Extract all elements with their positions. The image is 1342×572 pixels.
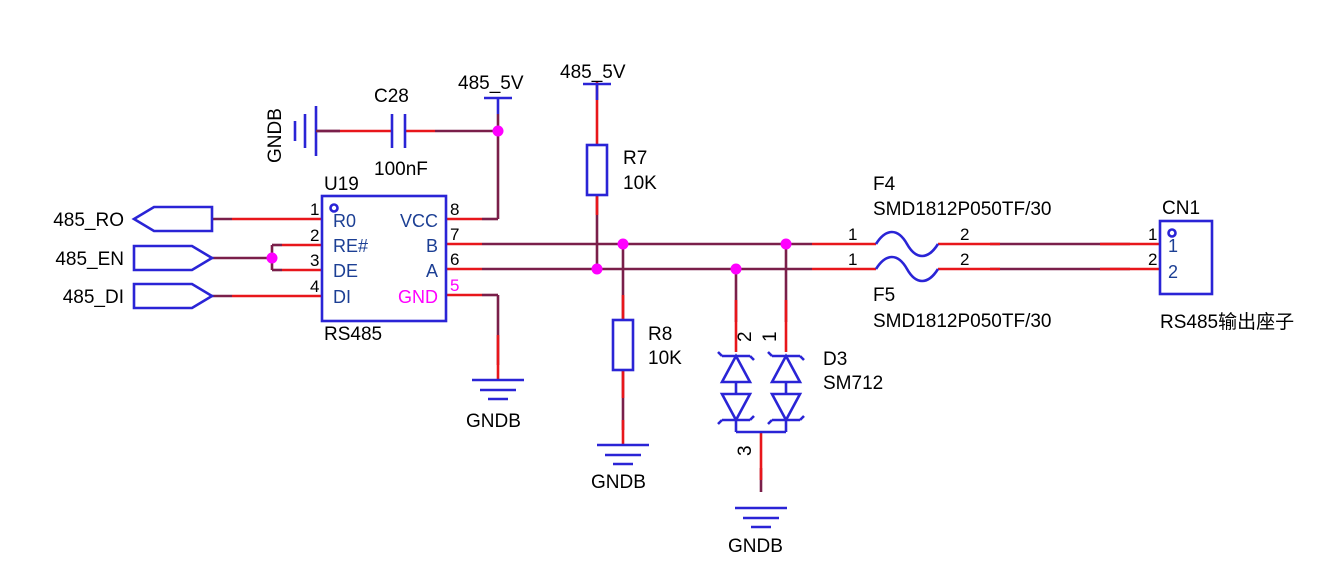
d3-pin-3: 3: [735, 445, 756, 456]
u19-pin-name-de: DE: [333, 261, 358, 281]
f5-value: SMD1812P050TF/30: [873, 311, 1052, 332]
d3-right-upper-diode-icon: [767, 351, 805, 394]
u19-pin-num-6: 6: [450, 250, 459, 269]
junction-a-d3: [730, 263, 742, 275]
gnd-c28-label: GNDB: [265, 108, 286, 163]
u19-rs485: U19 RS485 1 2 3 4 R0 RE# DE DI 8 7 6 5 V…: [310, 174, 459, 345]
r7-value: 10K: [623, 173, 657, 194]
f5-fuse-icon: [874, 255, 940, 283]
u19-pin-num-7: 7: [450, 225, 459, 244]
f5-fuse: F5 SMD1812P050TF/30 1 2: [848, 250, 1052, 332]
junction-vcc: [492, 125, 504, 137]
port-di-label: 485_DI: [63, 287, 124, 308]
u19-pin-name-r0: R0: [333, 211, 356, 231]
power-5v-mid-icon: [583, 82, 611, 100]
junction-b-d3: [780, 238, 792, 250]
cn1-pin1-marker: [1167, 228, 1177, 238]
gnd-d3-icon: [735, 506, 787, 529]
port-ro-icon: [131, 205, 214, 233]
r8-value: 10K: [648, 348, 682, 369]
u19-pin-name-vcc: VCC: [400, 211, 438, 231]
gnd-c28-icon: [293, 106, 340, 156]
d3-right-lower-diode-icon: [767, 392, 805, 425]
power-5v-left-label: 485_5V: [458, 73, 524, 94]
port-ro-label: 485_RO: [53, 210, 124, 231]
d3-tvs-diode: 2 1 3 D3 SM712: [717, 331, 883, 456]
c28-capacitor: C28 100nF: [374, 86, 428, 180]
u19-pin-num-8: 8: [450, 200, 459, 219]
u19-pin-name-di: DI: [333, 287, 351, 307]
gnd-r8-icon: [597, 443, 649, 466]
r8-body: [611, 318, 635, 372]
u19-pin-num-2: 2: [310, 226, 319, 245]
u19-ref: U19: [324, 174, 359, 195]
r7-body: [585, 143, 609, 197]
u19-value: RS485: [324, 324, 382, 345]
power-5v-mid-label: 485_5V: [560, 62, 626, 83]
u19-pin-num-4: 4: [310, 277, 319, 296]
junction-a-r7: [591, 263, 603, 275]
u19-pin-name-gnd: GND: [398, 287, 438, 307]
u19-pin-name-b: B: [426, 236, 438, 256]
r8-resistor: R8 10K: [611, 318, 682, 372]
d3-left-lower-diode-icon: [717, 392, 755, 425]
c28-value: 100nF: [374, 159, 428, 180]
c28-ref: C28: [374, 86, 409, 107]
u19-pin1-marker: [329, 203, 339, 213]
pin-leads: [232, 82, 1160, 480]
junctions: [266, 125, 792, 275]
f4-ref: F4: [873, 174, 896, 195]
cn1-pin-num-2: 2: [1148, 250, 1157, 269]
port-di-icon: [132, 282, 215, 310]
cn1-pin-name-1: 1: [1168, 236, 1178, 256]
r7-ref: R7: [623, 148, 647, 169]
gnd-u19-label: GNDB: [466, 411, 521, 432]
gnd-d3-label: GNDB: [728, 536, 783, 557]
gnd-u19-icon: [472, 378, 524, 401]
u19-pin-name-a: A: [426, 261, 438, 281]
u19-pin-num-5: 5: [450, 276, 459, 295]
port-en-icon: [132, 244, 215, 272]
d3-left-upper-diode-icon: [717, 351, 755, 394]
u19-body: [320, 194, 448, 323]
u19-pin-num-3: 3: [310, 251, 319, 270]
d3-pin-2: 2: [735, 331, 756, 342]
junction-b-r8: [617, 238, 629, 250]
r8-ref: R8: [648, 324, 672, 345]
f4-fuse-icon: [874, 230, 940, 258]
cn1-ref: CN1: [1162, 198, 1200, 219]
r7-resistor: R7 10K: [585, 143, 657, 197]
f4-pin-2: 2: [960, 225, 969, 244]
junction-en: [266, 252, 278, 264]
f5-pin-1: 1: [848, 250, 857, 269]
f5-pin-2: 2: [960, 250, 969, 269]
f4-pin-1: 1: [848, 225, 857, 244]
gnd-r8-label: GNDB: [591, 472, 646, 493]
cn1-pin-num-1: 1: [1148, 225, 1157, 244]
cn1-connector: CN1 1 2 1 2 RS485输出座子: [1148, 198, 1294, 333]
u19-pin-num-1: 1: [310, 200, 319, 219]
f4-value: SMD1812P050TF/30: [873, 199, 1052, 220]
f4-fuse: F4 SMD1812P050TF/30 1 2: [848, 174, 1052, 258]
cn1-pin-name-2: 2: [1168, 262, 1178, 282]
port-en-label: 485_EN: [55, 249, 124, 270]
d3-ref: D3: [823, 349, 847, 370]
net-ports: 485_RO 485_EN 485_DI: [53, 205, 215, 310]
d3-pin-1: 1: [760, 331, 781, 342]
power-5v-left-icon: [484, 96, 512, 114]
cn1-body: [1158, 219, 1214, 296]
cn1-value: RS485输出座子: [1160, 311, 1294, 333]
f5-ref: F5: [873, 285, 895, 306]
d3-value: SM712: [823, 373, 883, 394]
u19-pin-name-re: RE#: [333, 236, 368, 256]
